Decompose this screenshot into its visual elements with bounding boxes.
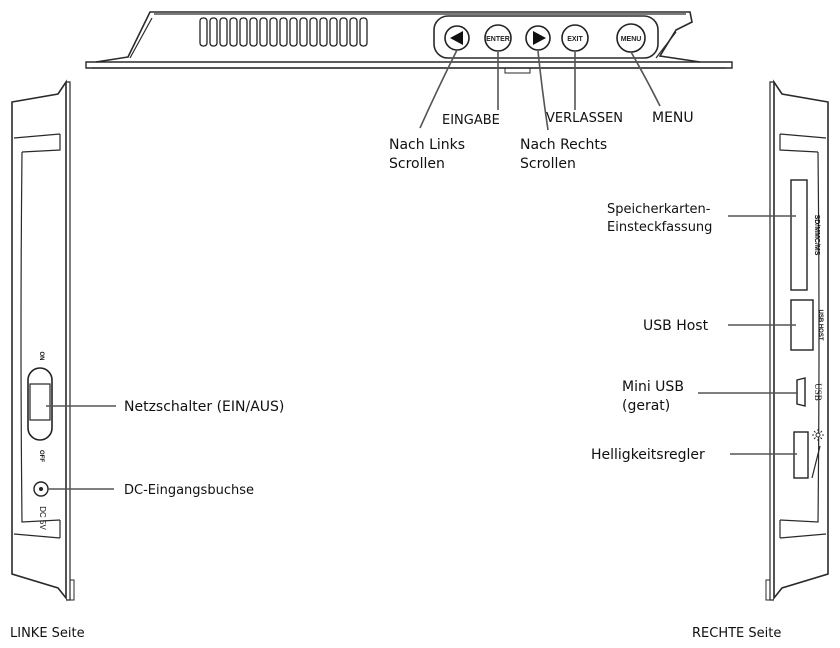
leader-left-scroll [419, 49, 458, 129]
label-netzschalter: Netzschalter (EIN/AUS) [124, 399, 284, 415]
mark-card: SD/MMC/MS [813, 215, 820, 256]
label-nach-links-2: Scrollen [389, 156, 445, 172]
vent-slot [319, 17, 328, 47]
vent-slot [229, 17, 238, 47]
label-nach-links-1: Nach Links [389, 137, 465, 153]
left-button[interactable] [444, 25, 470, 51]
button-panel [433, 15, 659, 59]
vent-slot [309, 17, 318, 47]
vent-slot [299, 17, 308, 47]
vent-slot [349, 17, 358, 47]
top-view: ENTER EXIT MENU EINGABE VERLASSEN MENU N… [85, 11, 733, 172]
vent-slot [249, 17, 258, 47]
card-slot[interactable] [790, 179, 808, 291]
label-nach-rechts-2: Scrollen [520, 156, 576, 172]
label-mini-usb-1: Mini USB [622, 379, 684, 395]
left-side-view: ON OFF DC 5V Netzschalter (EIN/AUS) DC-E… [10, 79, 284, 641]
vent-slot [269, 17, 278, 47]
label-rechte-seite: RECHTE Seite [692, 626, 781, 641]
vent-slot [359, 17, 368, 47]
menu-button[interactable]: MENU [616, 23, 646, 53]
mark-usb: USB [813, 383, 823, 401]
right-side-view: SD/MMC/MS USB HOST USB Speicherkarten- E… [591, 79, 829, 641]
vent-slot [199, 17, 208, 47]
label-menu: MENU [652, 110, 694, 126]
label-speicher-1: Speicherkarten- [607, 202, 711, 217]
mark-dc: DC 5V [38, 506, 47, 530]
left-triangle-icon [450, 31, 463, 45]
mark-usb-host: USB HOST [817, 309, 823, 340]
vent-grille [199, 17, 368, 47]
label-eingabe: EINGABE [442, 113, 500, 128]
power-switch[interactable] [27, 367, 53, 441]
leader-right-scroll [537, 50, 549, 131]
label-speicher-2: Einsteckfassung [607, 220, 712, 235]
menu-button-label: MENU [621, 36, 642, 43]
mark-on: ON [38, 352, 44, 361]
vent-slot [209, 17, 218, 47]
exit-button-label: EXIT [567, 36, 583, 43]
mark-off: OFF [38, 450, 44, 462]
vent-slot [329, 17, 338, 47]
vent-slot [239, 17, 248, 47]
label-mini-usb-2: (gerat) [622, 398, 670, 414]
sun-icon [812, 429, 824, 441]
right-button[interactable] [525, 25, 551, 51]
label-helligkeit: Helligkeitsregler [591, 447, 705, 463]
vent-slot [289, 17, 298, 47]
label-nach-rechts-1: Nach Rechts [520, 137, 607, 153]
vent-slot [279, 17, 288, 47]
label-usb-host: USB Host [643, 318, 709, 334]
enter-button-label: ENTER [486, 36, 510, 43]
leader-menu [630, 51, 661, 107]
label-dc: DC-Eingangsbuchse [124, 483, 254, 498]
mini-usb-port[interactable] [796, 377, 806, 407]
enter-button[interactable]: ENTER [484, 24, 512, 52]
vent-slot [219, 17, 228, 47]
vent-slot [339, 17, 348, 47]
vent-slot [259, 17, 268, 47]
right-triangle-icon [533, 31, 546, 45]
label-verlassen: VERLASSEN [546, 111, 623, 126]
exit-button[interactable]: EXIT [561, 24, 589, 52]
dc-jack[interactable] [33, 481, 49, 497]
brightness-ramp [811, 445, 821, 479]
label-linke-seite: LINKE Seite [10, 626, 85, 641]
brightness-slider[interactable] [793, 431, 809, 479]
